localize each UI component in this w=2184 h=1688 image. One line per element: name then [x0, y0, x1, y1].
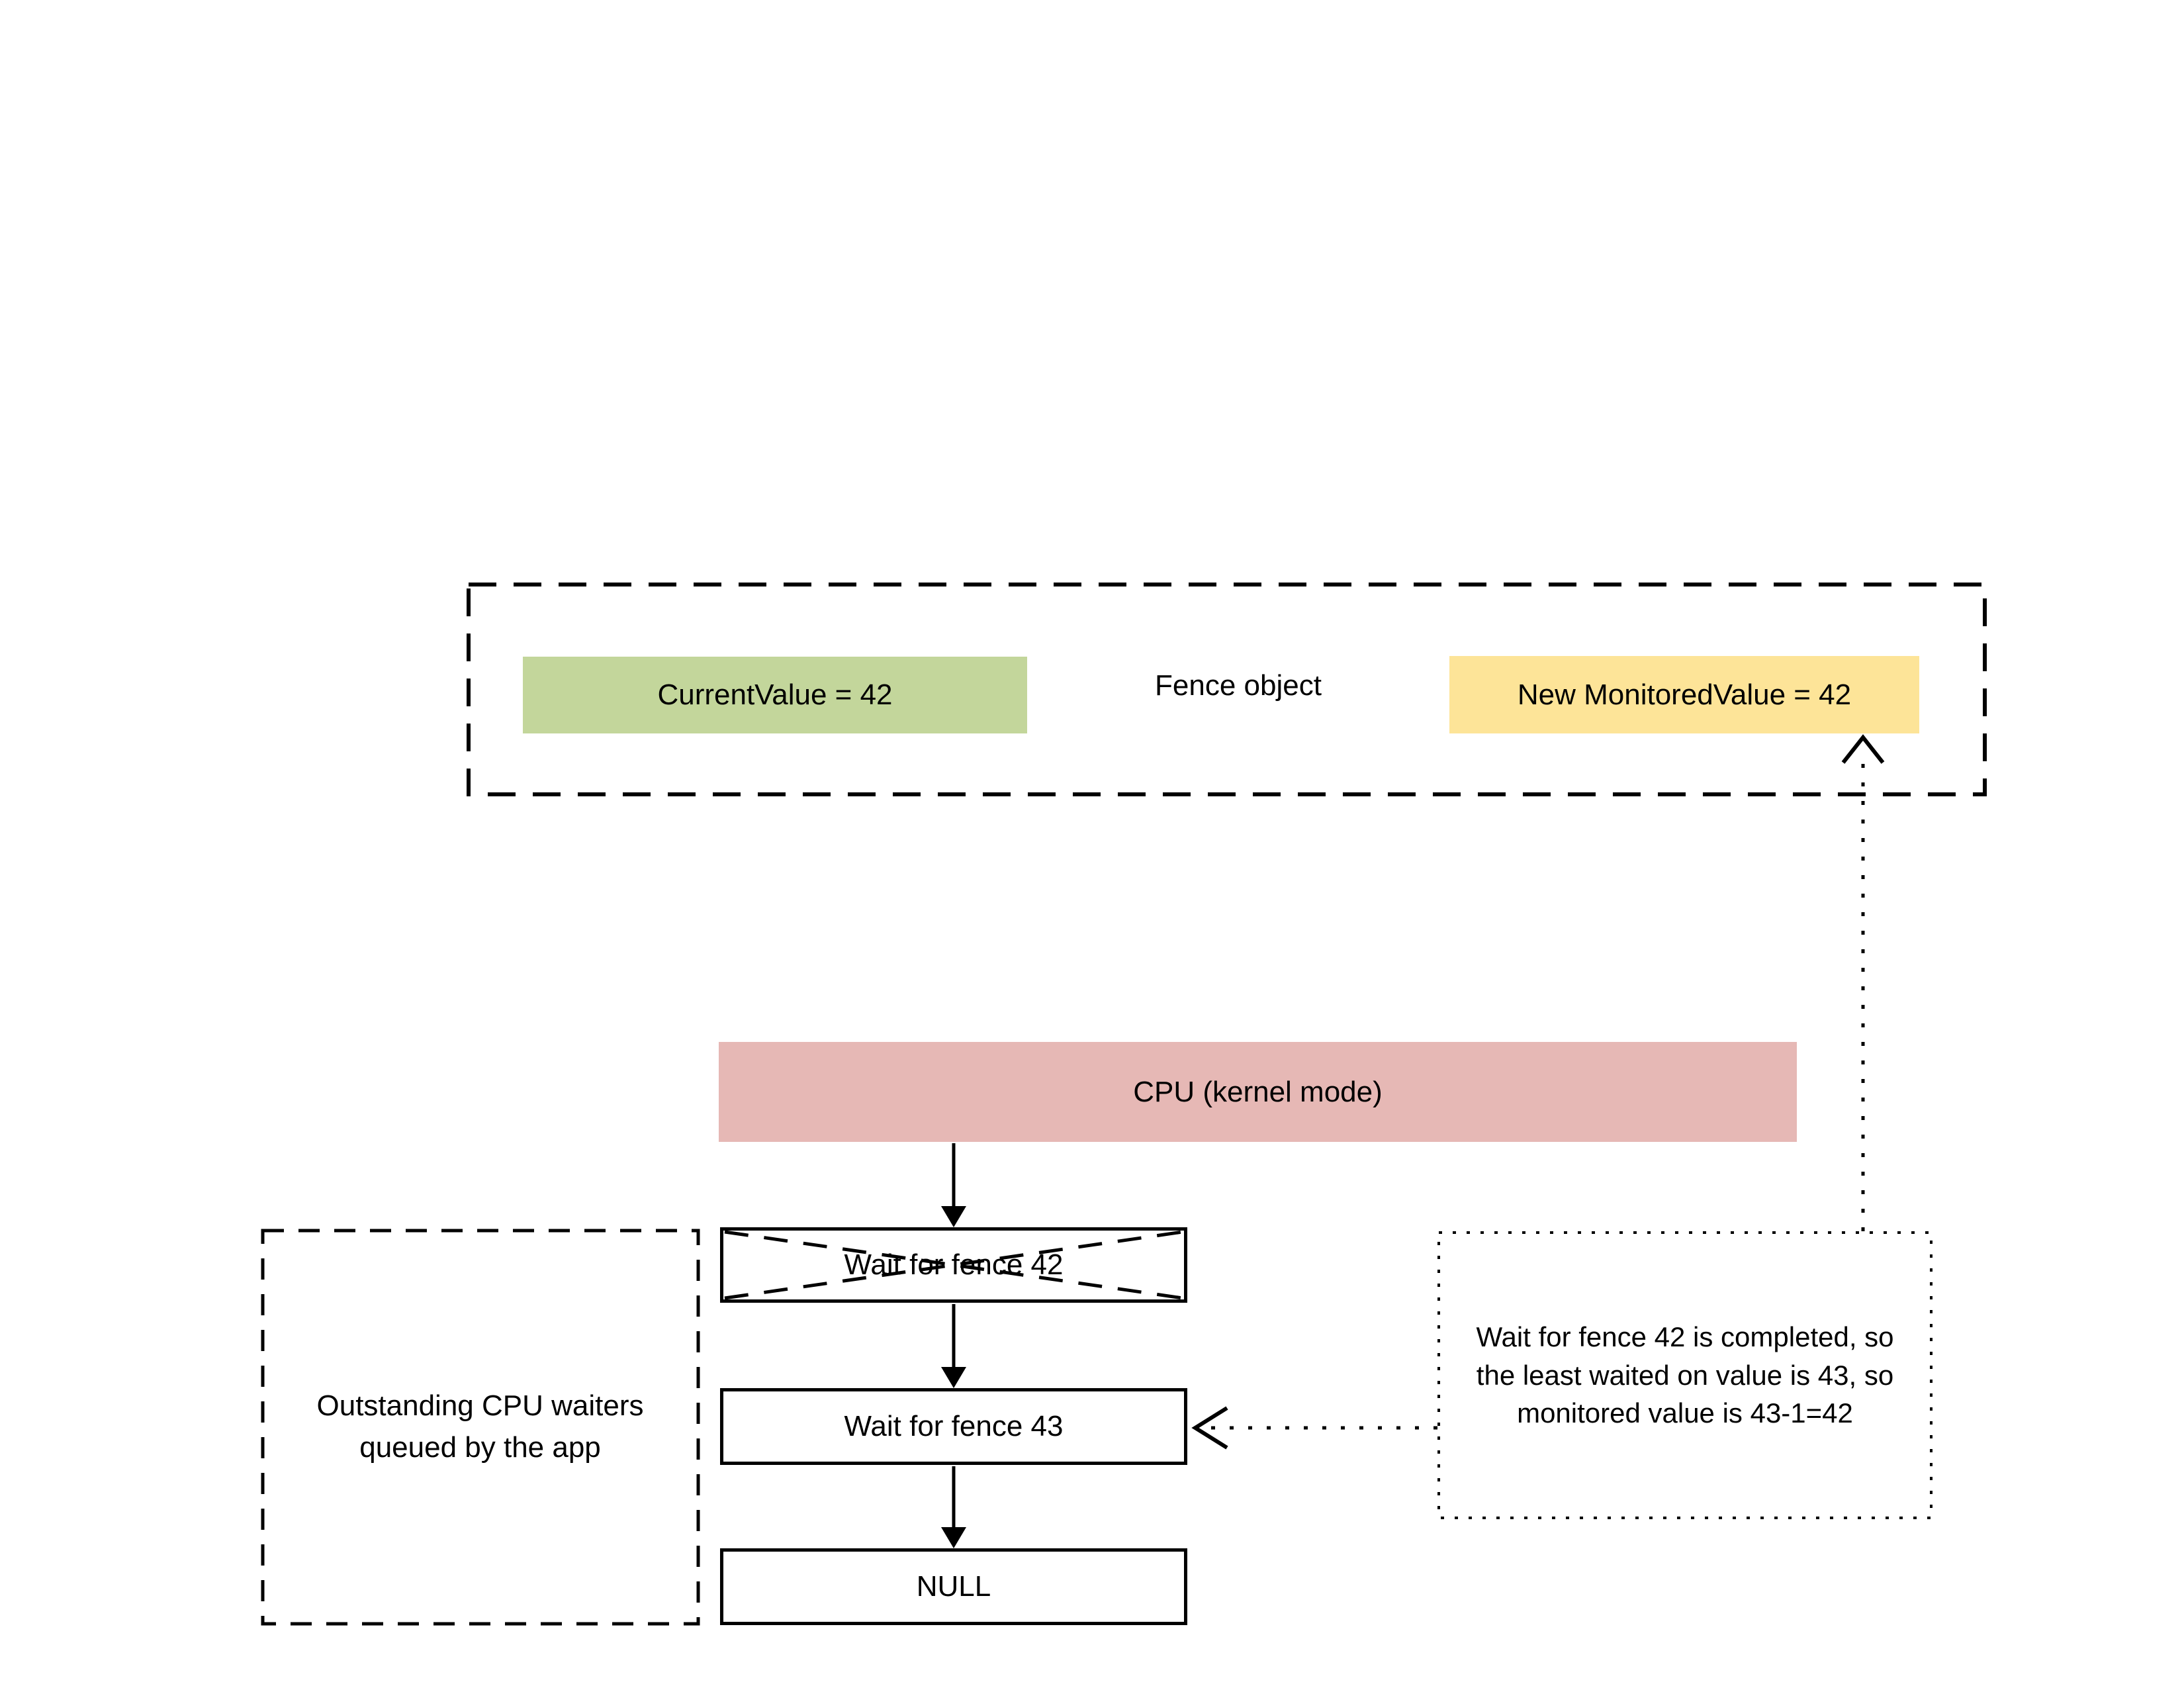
null-label: NULL [916, 1570, 991, 1603]
arrow-wait43-to-null [941, 1466, 966, 1548]
arrow-wait42-to-wait43 [941, 1304, 966, 1388]
fence-object-title: Fence object [1155, 669, 1322, 702]
wait-for-fence-43-label: Wait for fence 43 [844, 1410, 1064, 1442]
dotted-arrow-annotation-to-wait43 [1191, 1406, 1437, 1450]
arrow-cpu-to-wait42 [941, 1143, 966, 1227]
current-value-label: CurrentValue = 42 [657, 679, 893, 711]
new-monitored-value-label: New MonitoredValue = 42 [1517, 678, 1852, 711]
dotted-arrow-annotation-to-monitored-value [1841, 734, 1885, 1231]
new-monitored-value-box: New MonitoredValue = 42 [1449, 656, 1919, 733]
wait-for-fence-42-box: Wait for fence 42 [720, 1227, 1187, 1303]
null-box: NULL [720, 1548, 1187, 1625]
outstanding-waiters-line-2: queued by the app [359, 1430, 601, 1464]
monitored-value-annotation: Wait for fence 42 is completed, so the l… [1437, 1231, 1933, 1519]
outstanding-waiters-line-1: Outstanding CPU waiters [316, 1389, 644, 1423]
annotation-line-2: the least waited on value is 43, so [1476, 1359, 1894, 1391]
fence-object-label: Fence object [1073, 662, 1404, 710]
annotation-line-1: Wait for fence 42 is completed, so [1476, 1321, 1894, 1352]
outstanding-waiters-note: Outstanding CPU waiters queued by the ap… [261, 1229, 700, 1625]
annotation-line-3: monitored value is 43-1=42 [1517, 1397, 1853, 1429]
cpu-kernel-mode-label: CPU (kernel mode) [1133, 1075, 1383, 1108]
wait-for-fence-42-label: Wait for fence 42 [844, 1248, 1064, 1281]
current-value-box: CurrentValue = 42 [523, 657, 1027, 733]
cpu-kernel-mode-bar: CPU (kernel mode) [719, 1042, 1797, 1142]
wait-for-fence-43-box: Wait for fence 43 [720, 1388, 1187, 1465]
